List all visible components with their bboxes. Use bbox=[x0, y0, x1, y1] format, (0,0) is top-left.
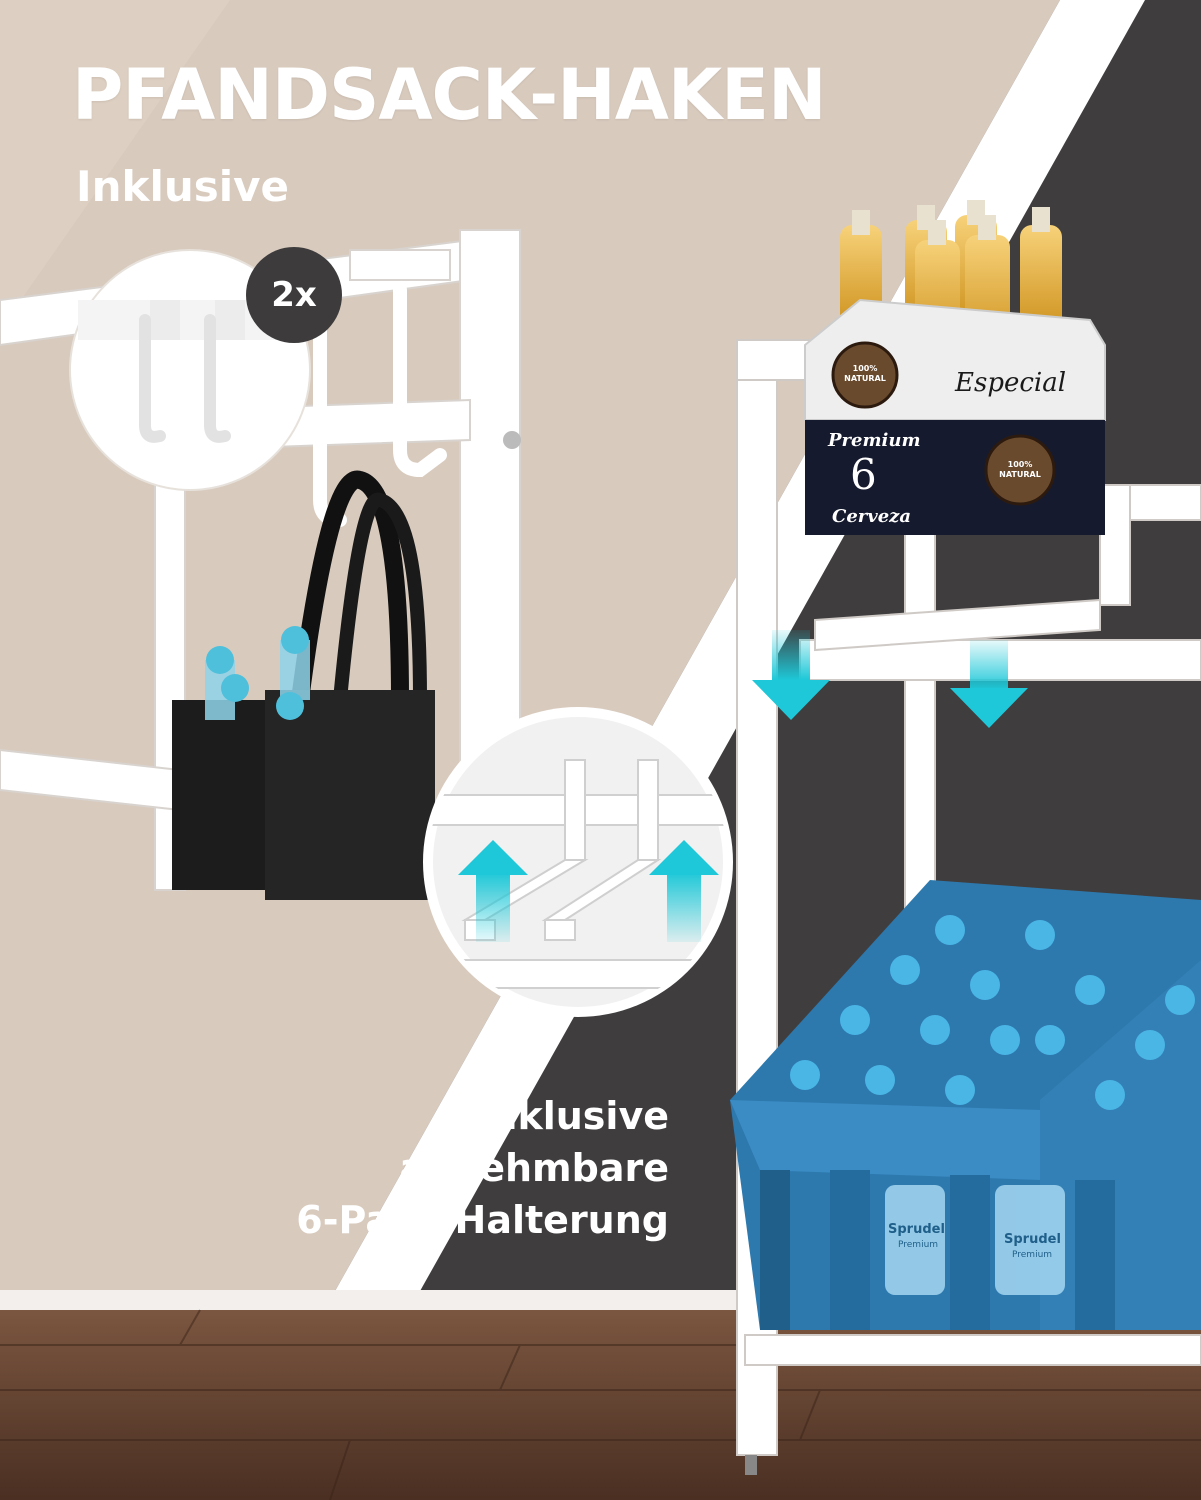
rack-foot bbox=[745, 1455, 757, 1475]
screw bbox=[503, 431, 521, 449]
page-title: PFANDSACK-HAKEN bbox=[72, 54, 827, 136]
six-pack-count: 6 bbox=[850, 450, 877, 499]
bottle-sub-2: Premium bbox=[1012, 1250, 1053, 1260]
six-pack-top-label: Premium bbox=[828, 430, 921, 451]
seal-icon bbox=[831, 341, 899, 409]
count-badge: 2x bbox=[246, 247, 342, 343]
water-bottles bbox=[790, 915, 1195, 1110]
seal-icon-2 bbox=[984, 434, 1056, 506]
feature-line-2: abnehmbare bbox=[399, 1146, 669, 1190]
feature-line-1: Inklusive bbox=[476, 1094, 669, 1138]
seal-label-2: 100% NATURAL bbox=[999, 460, 1041, 479]
six-pack-bottom-label: Cerveza bbox=[832, 506, 912, 527]
six-pack bbox=[804, 200, 1106, 535]
feature-text: Inklusive abnehmbare 6-Pack-Halterung bbox=[296, 1090, 669, 1246]
six-pack-brand: Especial bbox=[955, 368, 1067, 398]
feature-line-3: 6-Pack-Halterung bbox=[296, 1198, 669, 1242]
holder-callout-circle bbox=[423, 707, 733, 1017]
down-arrow-icons bbox=[752, 630, 1028, 728]
deposit-bag bbox=[172, 470, 435, 900]
bottle-brand: Sprudel bbox=[888, 1222, 945, 1237]
page-subtitle: Inklusive bbox=[76, 162, 290, 211]
bag-bottles bbox=[205, 626, 310, 720]
bottle-brand-2: Sprudel bbox=[1004, 1232, 1061, 1247]
bottle-sub: Premium bbox=[898, 1240, 939, 1250]
seal-label: 100% NATURAL bbox=[844, 364, 886, 383]
